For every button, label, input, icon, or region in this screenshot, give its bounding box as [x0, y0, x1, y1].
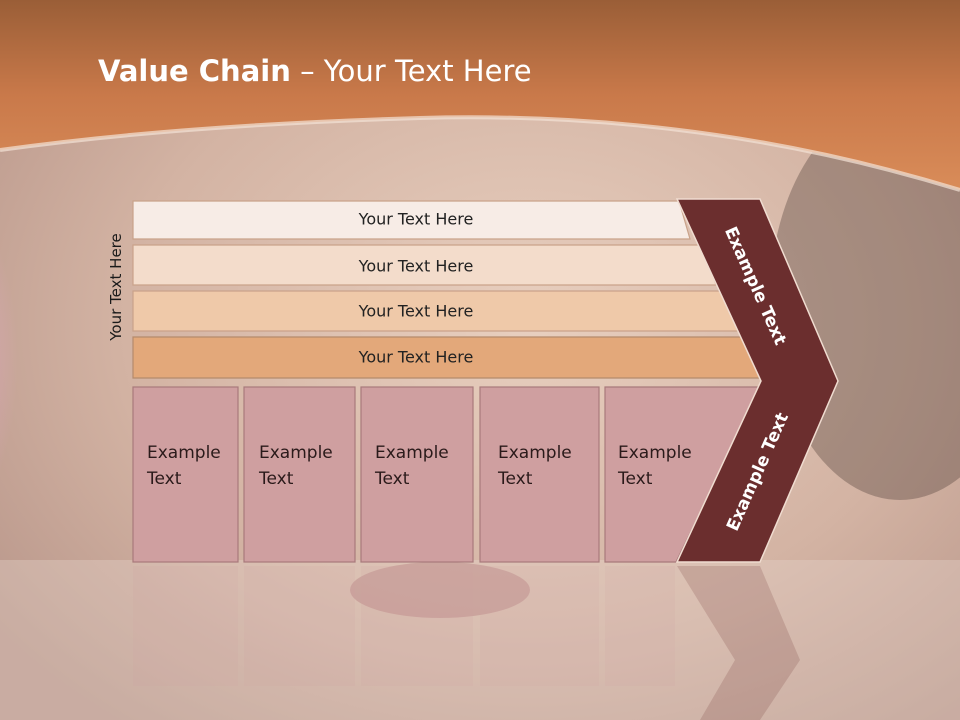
primary-column-3 — [360, 386, 474, 563]
primary-column-1 — [132, 386, 239, 563]
chevron-reflection — [677, 566, 800, 720]
primary-column-text-3: Example Text — [375, 440, 475, 492]
column-4-line-1: Example — [498, 443, 572, 463]
column-4-line-2: Text — [498, 469, 533, 489]
column-3-line-2: Text — [375, 469, 410, 489]
title-sub: – Your Text Here — [290, 54, 532, 88]
column-2-line-1: Example — [259, 443, 333, 463]
support-row-label-1: Your Text Here — [358, 209, 474, 229]
primary-column-5 — [604, 386, 762, 563]
column-5-line-2: Text — [618, 469, 653, 489]
column-reflection-3 — [361, 566, 473, 686]
support-row-label-4: Your Text Here — [358, 347, 474, 367]
primary-column-text-4: Example Text — [498, 440, 598, 492]
margin-chevron — [675, 198, 839, 563]
title-main: Value Chain — [98, 54, 291, 88]
column-reflection-1 — [133, 566, 238, 686]
column-3-line-1: Example — [375, 443, 449, 463]
support-row-label-2: Your Text Here — [358, 256, 474, 276]
column-5-line-1: Example — [618, 443, 692, 463]
column-reflection-2 — [244, 566, 355, 686]
column-reflection-5 — [605, 566, 675, 686]
column-1-line-1: Example — [147, 443, 221, 463]
primary-column-2 — [243, 386, 356, 563]
column-2-line-2: Text — [259, 469, 294, 489]
support-row-1 — [132, 200, 691, 240]
primary-column-text-2: Example Text — [259, 440, 359, 492]
primary-column-text-5: Example Text — [618, 440, 718, 492]
primary-column-text-1: Example Text — [147, 440, 247, 492]
page-title: Value Chain – Your Text Here — [98, 54, 532, 88]
column-reflection-4 — [480, 566, 599, 686]
column-1-line-2: Text — [147, 469, 182, 489]
primary-column-4 — [479, 386, 600, 563]
support-row-label-3: Your Text Here — [358, 301, 474, 321]
